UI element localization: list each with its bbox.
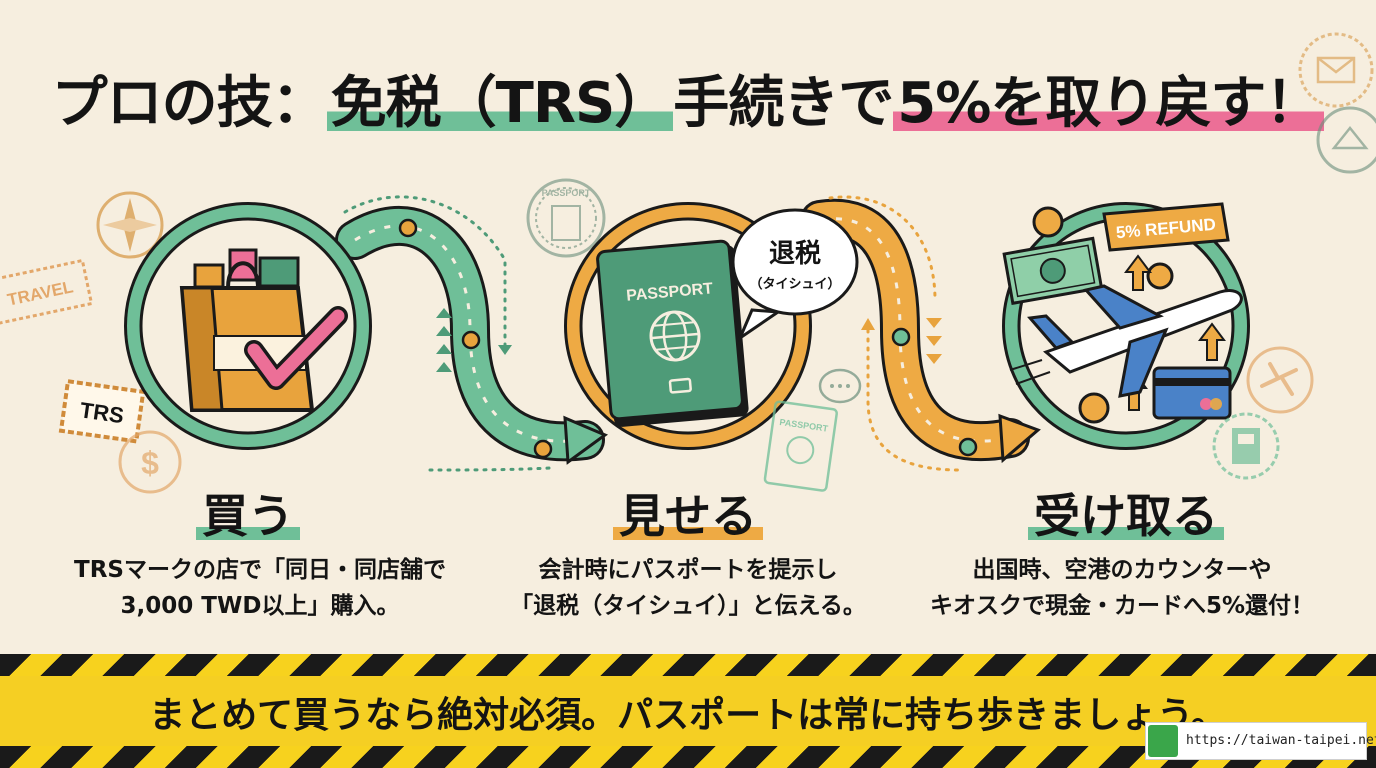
passport-stamp-label: PASSPORT (542, 188, 591, 198)
step2-description: 会計時にパスポートを提示し 「退税（タイシュイ）」と伝える。 (488, 552, 888, 624)
small-passport-icon: PASSPORT (763, 400, 838, 492)
small-passport-label: PASSPORT (779, 417, 829, 434)
passport-icon: PASSPORT (596, 239, 749, 427)
credit-card-icon (1152, 366, 1232, 420)
svg-text:$: $ (141, 445, 159, 481)
map-stamp-icon (1316, 106, 1376, 174)
site-logo-icon (1148, 725, 1178, 757)
step1-desc-line1: TRSマークの店で「同日・同店舗で (74, 557, 446, 583)
connector-path-2 (800, 195, 1041, 472)
chat-icon (818, 368, 862, 404)
speech-bubble: 退税 （タイシュイ） (731, 208, 859, 343)
passport-stamp: PASSPORT (526, 178, 606, 258)
step2-desc-line2: 「退税（タイシュイ）」と伝える。 (510, 593, 866, 619)
connector-path-1 (335, 195, 609, 472)
title-highlight-tax-free: 免税（TRS） (326, 71, 674, 136)
speech-bubble-main: 退税 (769, 239, 821, 269)
step3-title: 受け取る (1028, 480, 1224, 546)
hazard-stripe-top (0, 654, 1376, 676)
step1-title: 買う (196, 480, 300, 546)
refund-tag: 5% REFUND (1102, 202, 1230, 252)
banknote-icon (1002, 236, 1104, 306)
step1-desc-line2: 3,000 TWD以上」購入。 (120, 593, 400, 619)
step3-desc-line2: キオスクで現金・カードへ5%還付！ (929, 593, 1315, 619)
site-url[interactable]: https://taiwan-taipei.net/ (1186, 733, 1376, 748)
kiosk-stamp-icon (1212, 412, 1280, 480)
dollar-stamp-icon: $ (118, 430, 182, 494)
check-icon (244, 306, 348, 390)
airplane-icon (1009, 284, 1243, 398)
coin-icon (1032, 206, 1174, 424)
site-url-box[interactable]: https://taiwan-taipei.net/ (1145, 722, 1376, 760)
title-highlight-refund: 5%を取り戻す！ (893, 71, 1325, 136)
step1-description: TRSマークの店で「同日・同店舗で 3,000 TWD以上」購入。 (60, 552, 460, 624)
envelope-stamp-icon (1298, 32, 1374, 108)
step3-desc-line1: 出国時、空港のカウンターや (972, 557, 1272, 583)
hazard-stripe-bottom (0, 746, 1376, 768)
step2-desc-line1: 会計時にパスポートを提示し (538, 557, 838, 583)
trs-stamp: TRS (58, 378, 146, 444)
step2-title: 見せる (613, 480, 763, 546)
shopping-bag-icon (179, 248, 315, 412)
compass-stamp-icon (96, 191, 164, 259)
speech-bubble-reading: （タイシュイ） (749, 276, 840, 292)
trs-stamp-label: TRS (78, 397, 125, 428)
travel-stamp: TRAVEL (0, 258, 94, 326)
banner-text: まとめて買うなら絶対必須。パスポートは常に持ち歩きましょう。 (149, 695, 1227, 736)
title-part2: 手続きで (673, 71, 894, 136)
plane-stamp-icon (1246, 346, 1314, 414)
title-part1: プロの技： (51, 71, 328, 136)
travel-stamp-label: TRAVEL (6, 277, 75, 309)
page-title: プロの技：免税（TRS）手続きで5%を取り戻す！ (0, 58, 1376, 139)
step3-description: 出国時、空港のカウンターや キオスクで現金・カードへ5%還付！ (902, 552, 1342, 624)
